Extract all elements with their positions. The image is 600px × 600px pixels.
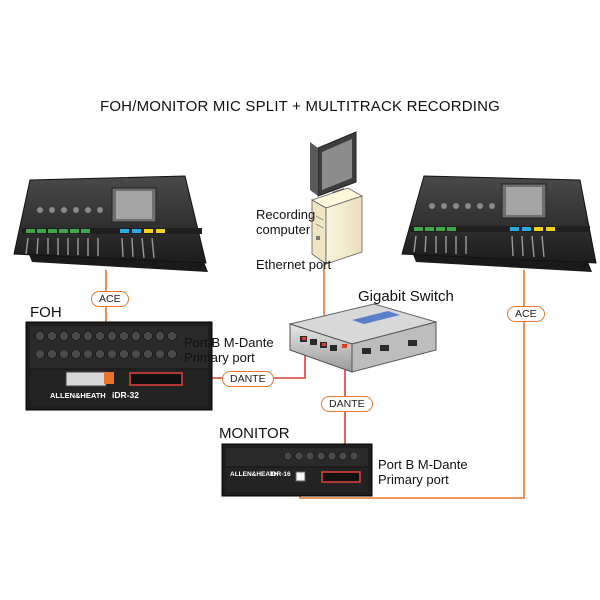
- monitor-rack-model: iDR-16: [270, 471, 291, 478]
- monitor-rack-brand: ALLEN&HEATH: [230, 471, 279, 478]
- ethernet-port-label: Ethernet port: [256, 257, 332, 272]
- gigabit-switch-label: Gigabit Switch: [358, 288, 454, 305]
- foh-label: FOH: [30, 304, 62, 321]
- foh-mixing-console: [13, 175, 208, 272]
- monitor-port-label: Port B M-Dante Primary port: [378, 457, 468, 487]
- recording-computer-label: Recording computer: [256, 207, 316, 237]
- monitor-mixing-console: [401, 175, 597, 272]
- ace-tag-left: ACE: [91, 291, 129, 307]
- recording-computer: [310, 131, 363, 265]
- diagram-title: FOH/MONITOR MIC SPLIT + MULTITRACK RECOR…: [99, 98, 501, 115]
- dante-tag-monitor: DANTE: [321, 396, 373, 412]
- gigabit-switch: [288, 303, 438, 373]
- foh-rack-model: iDR-32: [112, 390, 139, 400]
- foh-stage-rack: [25, 321, 213, 411]
- foh-rack-brand: ALLEN&HEATH: [50, 391, 106, 400]
- monitor-stage-rack: [221, 443, 373, 497]
- dante-tag-foh: DANTE: [222, 371, 274, 387]
- monitor-label: MONITOR: [219, 425, 290, 442]
- foh-port-label: Port B M-Dante Primary port: [184, 335, 274, 365]
- ace-tag-right: ACE: [507, 306, 545, 322]
